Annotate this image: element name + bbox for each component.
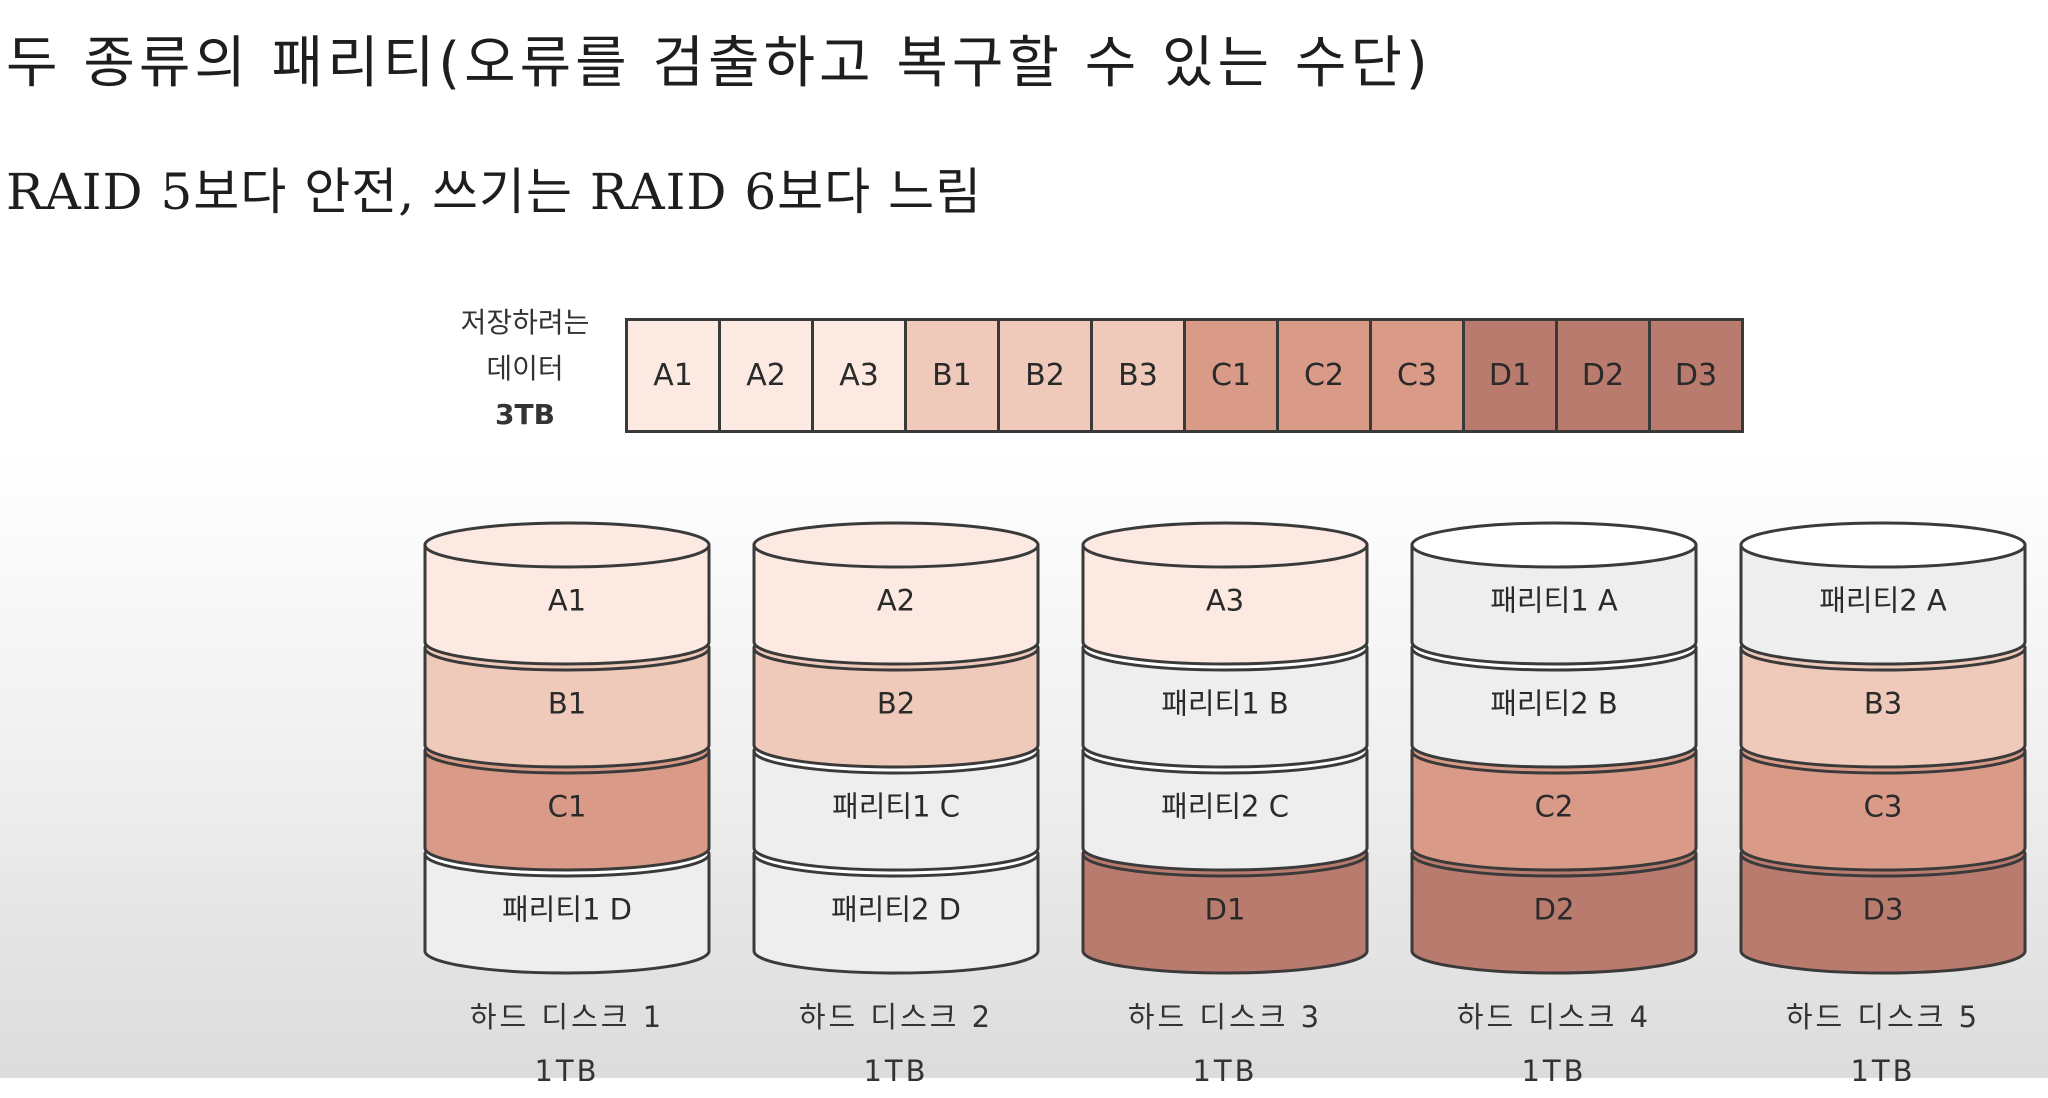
hard-disk: 패리티1 D C1 B1 A1 하드 디스크 1 1TB [422,520,712,1098]
page-subtitle: RAID 5보다 안전, 쓰기는 RAID 6보다 느림 [6,163,983,221]
data-label: 저장하려는 데이터 3TB [420,300,630,438]
disk-capacity: 1TB [863,1054,929,1088]
disk-segment: 패리티2 A [1739,521,2027,666]
disk-segment-body [1410,646,1698,769]
data-block: A3 [814,321,907,430]
disk-segment-body [423,646,711,769]
disk-segment-body [1410,749,1698,872]
disk-segment-label: 패리티1 B [1161,687,1289,721]
disk-segment-label: C3 [1864,790,1903,824]
data-label-line1: 저장하려는 [460,306,590,339]
disk-segment-body [423,543,711,666]
hard-disk: D3 C3 B3 패리티2 A 하드 디스크 5 1TB [1738,520,2028,1098]
disk-segment-label: C1 [548,790,587,824]
disk-segment-body [1081,749,1369,872]
disk-name: 하드 디스크 2 [798,1000,994,1034]
data-block: C1 [1186,321,1279,430]
disk-caption: 하드 디스크 4 1TB [1409,990,1699,1098]
disk-segment: A2 [752,521,1040,666]
disk-segment-body [1081,646,1369,769]
disk-stack: 패리티1 D C1 B1 A1 [423,521,711,975]
disk-capacity: 1TB [1521,1054,1587,1088]
disk-segment-body [752,543,1040,666]
disk-segment: A3 [1081,521,1369,666]
data-label-size: 3TB [495,398,555,431]
disk-name: 하드 디스크 1 [469,1000,665,1034]
disk-stack: 패리티2 D 패리티1 C B2 A2 [752,521,1040,975]
data-block: A2 [721,321,814,430]
disk-segment-top [1081,521,1369,569]
disk-segment-body [752,852,1040,975]
data-block: B2 [1000,321,1093,430]
disk-segment-label: B2 [877,687,915,721]
disk-caption: 하드 디스크 2 1TB [751,990,1041,1098]
data-block: D2 [1558,321,1651,430]
disk-segment-label: 패리티1 D [502,893,632,927]
disk-segment-body [1081,852,1369,975]
hard-disk: D1 패리티2 C 패리티1 B A3 하드 디스크 3 1TB [1080,520,1370,1098]
data-block: D3 [1651,321,1741,430]
disk-segment-body [1081,543,1369,666]
disk-segment-label: A3 [1206,584,1244,618]
disk-segment-body [423,852,711,975]
disk-segment-label: 패리티2 B [1490,687,1618,721]
disk-segment-label: 패리티2 D [831,893,961,927]
disk-segment-body [1739,852,2027,975]
disk-segment-body [752,646,1040,769]
disk-caption: 하드 디스크 5 1TB [1738,990,2028,1098]
disk-stack: D2 C2 패리티2 B 패리티1 A [1410,521,1698,975]
hard-disk: 패리티2 D 패리티1 C B2 A2 하드 디스크 2 1TB [751,520,1041,1098]
disk-segment-label: D1 [1205,893,1246,927]
data-block: C3 [1372,321,1465,430]
disk-segment-body [752,749,1040,872]
disk-segment-body [1739,646,2027,769]
disk-segment-label: 패리티1 C [832,790,960,824]
data-block: B3 [1093,321,1186,430]
disk-caption: 하드 디스크 1 1TB [422,990,712,1098]
disk-segment-body [1739,543,2027,666]
disk-capacity: 1TB [534,1054,600,1088]
disk-segment-label: 패리티2 C [1161,790,1289,824]
disk-segment-label: D2 [1534,893,1575,927]
data-block: D1 [1465,321,1558,430]
data-block: A1 [628,321,721,430]
disk-segment-label: A2 [877,584,915,618]
disk-segment-body [1410,543,1698,666]
disk-segment-top [423,521,711,569]
data-label-line2: 데이터 [486,352,564,385]
disk-segment: A1 [423,521,711,666]
disk-capacity: 1TB [1850,1054,1916,1088]
disk-segment: 패리티1 A [1410,521,1698,666]
disk-capacity: 1TB [1192,1054,1258,1088]
disk-segment-top [1739,521,2027,569]
page-title: 두 종류의 패리티(오류를 검출하고 복구할 수 있는 수단) [6,31,1432,96]
disk-segment-label: D3 [1863,893,1904,927]
disk-name: 하드 디스크 5 [1785,1000,1981,1034]
disk-segment-label: B1 [548,687,586,721]
disk-segment-body [1739,749,2027,872]
disk-segment-label: B3 [1864,687,1902,721]
data-block: B1 [907,321,1000,430]
disk-segment-label: 패리티1 A [1490,584,1618,618]
disk-stack: D1 패리티2 C 패리티1 B A3 [1081,521,1369,975]
disk-caption: 하드 디스크 3 1TB [1080,990,1370,1098]
disk-segment-label: A1 [548,584,586,618]
data-block: C2 [1279,321,1372,430]
disk-segment-top [752,521,1040,569]
disk-segment-label: 패리티2 A [1819,584,1947,618]
disk-segment-top [1410,521,1698,569]
disk-segment-body [423,749,711,872]
disk-segment-label: C2 [1535,790,1574,824]
hard-disk: D2 C2 패리티2 B 패리티1 A 하드 디스크 4 1TB [1409,520,1699,1098]
disk-name: 하드 디스크 4 [1456,1000,1652,1034]
disk-stack: D3 C3 B3 패리티2 A [1739,521,2027,975]
disk-name: 하드 디스크 3 [1127,1000,1323,1034]
disk-segment-body [1410,852,1698,975]
